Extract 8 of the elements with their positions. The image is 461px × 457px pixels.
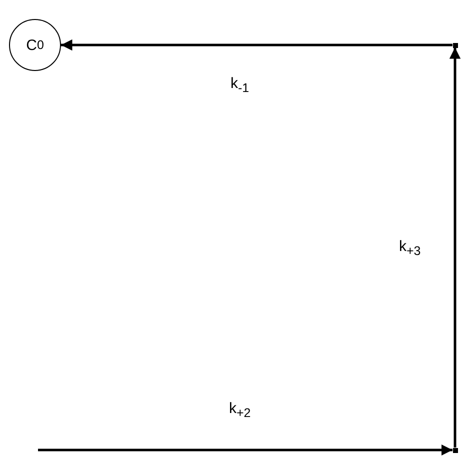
arrow [38, 444, 452, 456]
edge-label: k$_{+3}$ [397, 238, 423, 258]
edge-label: k$_{-1}$ [228, 75, 252, 95]
corner-point [452, 42, 458, 48]
corner-point [452, 448, 458, 452]
arrow [61, 39, 452, 51]
edge-label: k$_{+2}$ [227, 400, 253, 420]
arrow [449, 48, 461, 448]
